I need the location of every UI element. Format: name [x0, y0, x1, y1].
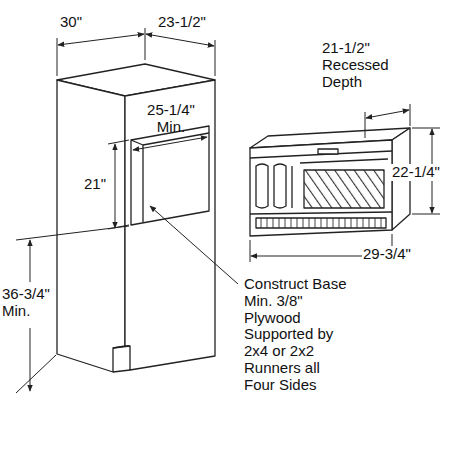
dimension-label: 23-1/2"	[158, 14, 224, 31]
oven-plinth	[256, 218, 386, 228]
dimension-label: 22-1/4"	[391, 164, 447, 181]
dimension-line	[133, 137, 207, 150]
dimension-label: 36-3/4" Min.	[2, 286, 58, 320]
door-edge	[250, 212, 392, 214]
door-handle	[300, 159, 388, 163]
toe-kick	[113, 370, 130, 372]
extension-line	[108, 140, 129, 144]
dimension-line	[16, 28, 238, 393]
wall-oven	[250, 128, 410, 236]
dimension-line	[250, 104, 440, 262]
dimension-label: 21"	[84, 176, 112, 193]
extension-line	[16, 355, 56, 393]
extension-line	[412, 214, 440, 215]
dimension-line	[115, 144, 116, 228]
extension-line	[365, 112, 366, 138]
oven-window	[304, 170, 384, 208]
dimension-line	[30, 328, 31, 391]
opening-depth	[131, 140, 143, 222]
leader-line	[150, 206, 238, 284]
door-handle	[291, 166, 292, 208]
cabinet	[57, 64, 215, 372]
extension-line	[412, 128, 440, 129]
note-text: Construct Base Min. 3/8" Plywood Support…	[244, 276, 352, 394]
opening-depth	[143, 133, 209, 145]
door-panel	[256, 164, 268, 208]
cabinet-side	[57, 80, 125, 372]
dimension-line	[30, 240, 31, 282]
extension-line	[215, 40, 216, 76]
extension-line	[57, 38, 58, 76]
extension-line	[410, 104, 411, 126]
extension-line	[145, 28, 146, 60]
dimension-label: 25-1/4" Min.	[140, 102, 202, 136]
dimension-label: 21-1/2" Recessed Depth	[322, 40, 404, 90]
dimension-line	[146, 34, 214, 46]
door-panel	[274, 164, 286, 208]
toe-kick	[113, 346, 130, 348]
oven-front	[250, 140, 392, 236]
oven-opening	[131, 126, 209, 225]
dimension-line	[366, 110, 409, 118]
cabinet-front	[125, 80, 215, 370]
control-display	[318, 149, 338, 154]
dimension-label: 29-3/4"	[362, 246, 422, 263]
dimension-line	[58, 34, 144, 45]
extension-line	[250, 240, 251, 262]
dimension-label: 30"	[60, 14, 104, 31]
extension-line	[16, 226, 129, 240]
